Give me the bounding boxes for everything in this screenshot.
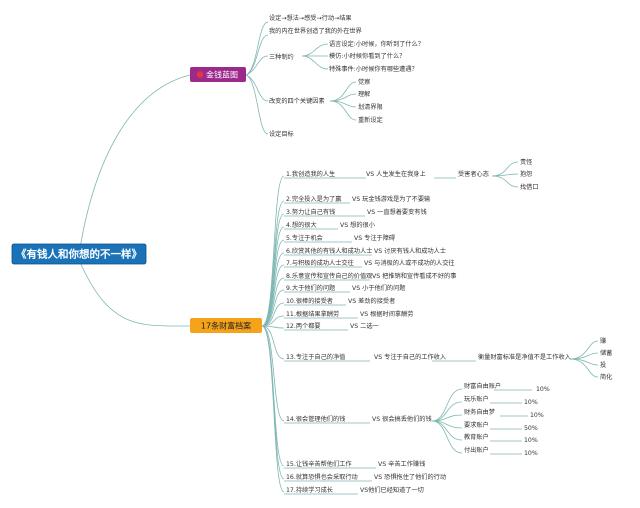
account-name: 教育账户 — [464, 433, 489, 441]
rule-4: 4.想的很大 — [286, 221, 317, 229]
rule-9: 9.大于他们的问题 — [286, 284, 335, 292]
wealth-files-label: 17条财富档案 — [201, 321, 251, 331]
rule-17: 17.持续学习成长 — [286, 486, 333, 494]
branch2-items: 1.我创造我的人生 VS 人生发生在我身上 受害者心态 责怪 抱怨 找借口 2.… — [286, 158, 612, 494]
rule-2: 2.完全投入是为了赢 — [286, 195, 341, 203]
rule-12: 12.两个都要 — [286, 322, 321, 330]
branch2-connectors — [261, 161, 599, 495]
root-connectors — [79, 74, 191, 327]
rule-9-vs: VS 小于他们的问题 — [352, 284, 405, 292]
event-text: 特殊事件:小时候你有哪些遭遇？ — [329, 65, 418, 73]
factor-aware-text: 觉察 — [358, 78, 370, 86]
rule-11-vs: VS 根据时间拿酬劳 — [360, 310, 413, 318]
rule-15-vs: VS 辛苦工作赚钱 — [378, 460, 425, 468]
money-blueprint-node[interactable]: 金钱蓝图 — [190, 67, 246, 82]
factor-understand-text: 理解 — [358, 90, 370, 98]
rule-8-vs: VS 把推销和宣传看成不好的事 — [372, 272, 456, 280]
account-name: 财富自由账户 — [464, 382, 501, 390]
rule-11: 11.根据结果拿酬劳 — [286, 310, 339, 318]
inner-outer-text: 我的内在世界创造了我的外在世界 — [269, 27, 362, 35]
net-simplify: 简化 — [600, 373, 612, 381]
account-pct: 50% — [524, 425, 538, 432]
account-pct: 10% — [536, 386, 550, 393]
rule-14: 14.很会管理他们的钱 — [286, 415, 345, 423]
rule-7: 7.与积极的成功人士交往 — [286, 259, 354, 267]
rule-14-vs: VS 很会搞丢他们的钱 — [372, 415, 432, 423]
factor-boundary-text: 划清界限 — [358, 103, 383, 111]
model-text: 模仿:小时候你看到了什么？ — [329, 52, 405, 60]
rule-5: 5.专注于机会 — [286, 234, 323, 242]
four-factors-text: 改变的四个关键因素 — [269, 97, 325, 105]
money-blueprint-label: 金钱蓝图 — [206, 70, 238, 80]
factor-reset-text: 重新设定 — [358, 116, 383, 124]
rule-13: 13.专注于自己的净值 — [286, 353, 345, 361]
rule-15: 15.让钱辛苦帮他们工作 — [286, 460, 352, 468]
rule-10: 10.很棒的接受者 — [286, 297, 333, 305]
rule-3-vs: VS 一直想着要变有钱 — [367, 208, 427, 216]
rule-4-vs: VS 想的很小 — [340, 221, 376, 229]
rule-1: 1.我创造我的人生 — [286, 170, 335, 178]
rule-5-vs: VS 专注于障碍 — [354, 234, 395, 242]
net-earn: 赚 — [600, 337, 606, 345]
account-name: 付出账户 — [464, 446, 489, 454]
red-dot-icon — [196, 71, 204, 78]
verbal-text: 语言设定:小时候，你听到了什么？ — [329, 40, 424, 48]
rule-16-vs: VS 恐惧拖住了他们的行动 — [374, 473, 446, 481]
account-pct: 10% — [524, 450, 538, 457]
three-ways-text: 三种制约 — [269, 53, 294, 61]
account-pct: 10% — [524, 437, 538, 444]
branch1-connectors — [245, 21, 357, 135]
account-name: 要求账户 — [464, 421, 489, 429]
root-node[interactable]: 《有钱人和你想的不一样》 — [11, 243, 147, 265]
rule-17-vs: VS他们已经知道了一切 — [360, 486, 424, 494]
rule-7-vs: VS 与消极的人或不成功的人交往 — [364, 259, 455, 267]
net-invest: 投 — [600, 361, 606, 369]
goal-text: 设定目标 — [269, 130, 294, 138]
branch1-items: 设定→想法→感受→行动→结果 我的内在世界创造了我的外在世界 三种制约 语言设定… — [269, 14, 424, 138]
victim-mindset: 受害者心态 — [458, 170, 489, 178]
victim-excuse: 找借口 — [520, 183, 539, 191]
formula-text: 设定→想法→感受→行动→结果 — [269, 14, 352, 22]
victim-blame: 责怪 — [520, 158, 533, 166]
account-name: 玩乐账户 — [464, 395, 489, 403]
rule-8: 8.乐意宣传和宣传自己的价值观 — [286, 272, 372, 280]
account-pct: 10% — [524, 399, 538, 406]
wealth-files-node[interactable]: 17条财富档案 — [190, 318, 262, 333]
rule-6: 6.欣赏其他的有钱人和成功人士 — [286, 247, 372, 255]
money-blueprint-box — [190, 67, 246, 82]
rule-6-vs: VS 讨厌有钱人和成功人士 — [374, 247, 446, 255]
rule-12-vs: VS 二选一 — [350, 322, 379, 330]
root-node-box — [11, 243, 147, 265]
rule-13-measure: 衡量财富标准是净值不是工作收入 — [478, 353, 571, 361]
rule-2-vs: VS 玩金钱游戏是为了不要输 — [352, 195, 431, 203]
net-save: 储蓄 — [600, 349, 612, 357]
account-name: 财务自由梦 — [464, 408, 495, 416]
rule-1-vs: VS 人生发生在我身上 — [366, 170, 426, 178]
account-pct: 10% — [530, 412, 544, 419]
root-label: 《有钱人和你想的不一样》 — [16, 248, 142, 261]
rule-10-vs: VS 差劲的接受者 — [348, 297, 395, 305]
wealth-files-box — [190, 318, 262, 333]
rule-13-vs: VS 专注于自己的工作收入 — [374, 353, 446, 361]
rule-16: 16.就算恐惧也会采取行动 — [286, 473, 358, 481]
victim-complain: 抱怨 — [520, 170, 532, 178]
rule-3: 3.努力让自己有钱 — [286, 208, 335, 216]
